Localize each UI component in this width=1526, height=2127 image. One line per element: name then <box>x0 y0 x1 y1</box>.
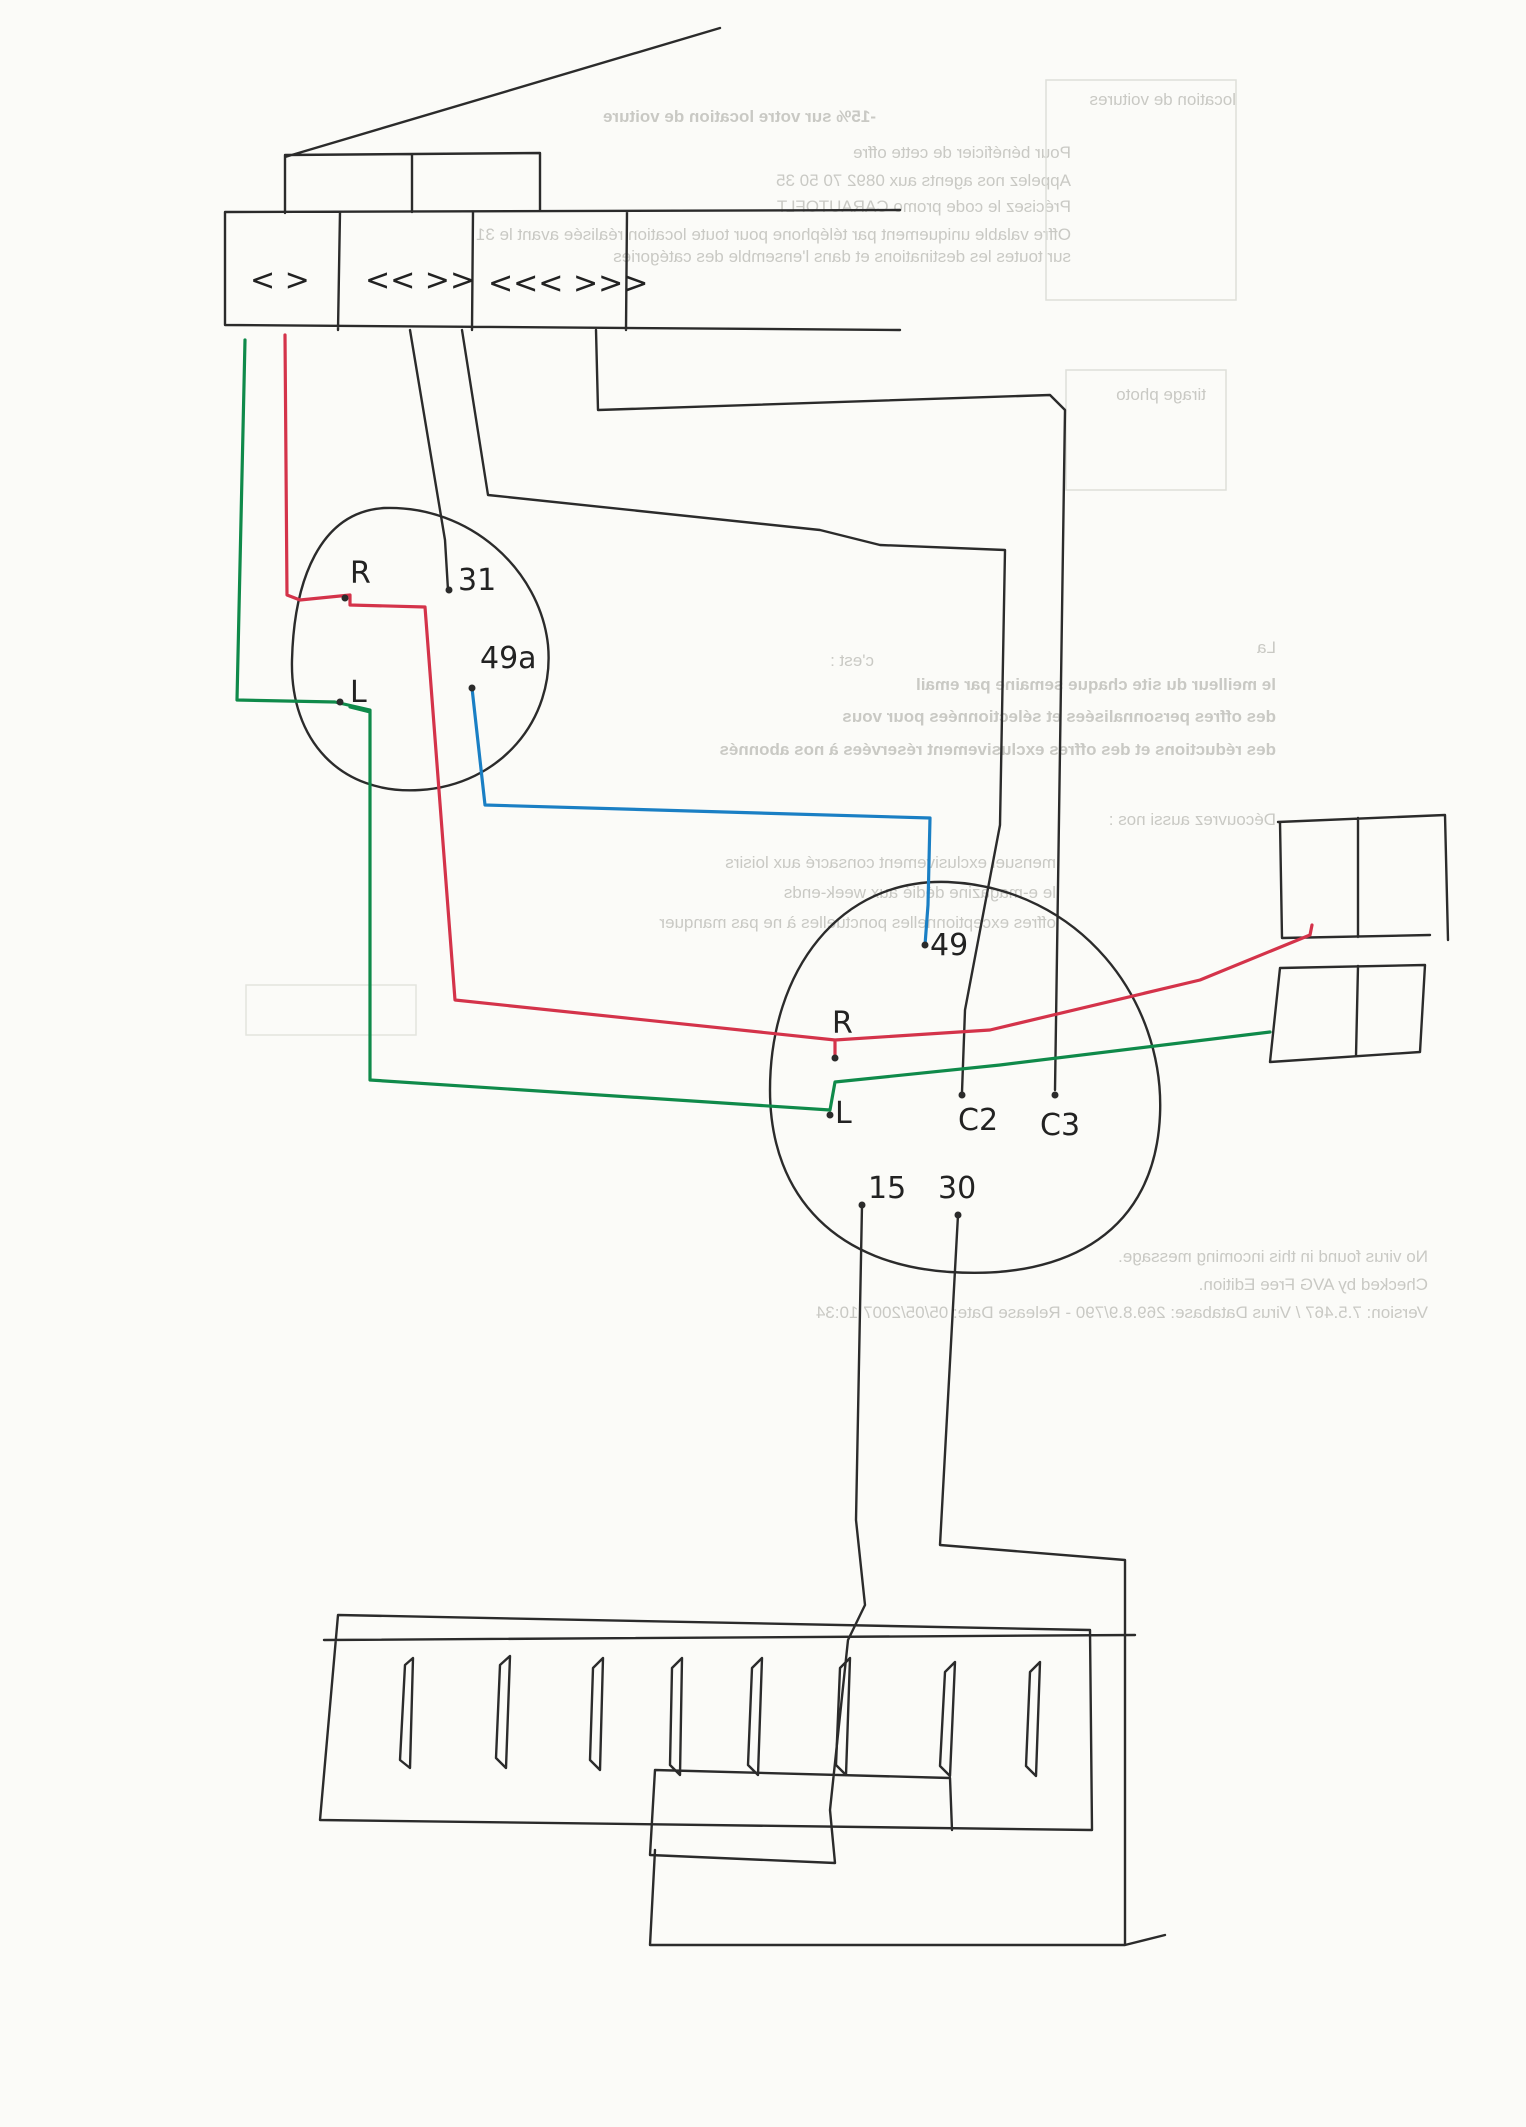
ghost-line-12: des offres personnalisées et sélectionné… <box>842 707 1276 726</box>
switch-block: < > << >> <<< >>> <box>223 26 902 332</box>
wire-black-switch-to-c2 <box>460 328 1007 1094</box>
ghost-line-8: tirage photo <box>1116 385 1206 404</box>
fuse-8-icon <box>1024 1660 1042 1778</box>
relay-top: R 31 49a L <box>290 506 550 792</box>
fuse-box <box>318 1613 1137 1832</box>
relay-bottom-pin-c3: C3 <box>1040 1108 1080 1143</box>
fuse-2-icon <box>494 1654 512 1770</box>
ghost-line-16: le e-magazine dédié aux week-ends <box>784 883 1056 902</box>
ghost-line-2: Pour bénéficier de cette offre <box>853 143 1071 162</box>
ghost-line-17: offres exceptionnelles ponctuelles à ne … <box>659 913 1056 932</box>
ghost-line-7: location de voitures <box>1090 90 1236 109</box>
relay-bottom-pin-c2: C2 <box>958 1103 998 1138</box>
relay-bottom-pin-r: R <box>832 1006 853 1041</box>
wire-black-30-to-fuse <box>648 1213 1167 1947</box>
relay-bottom-circle <box>768 880 1162 1274</box>
ghost-line-14: Découvrez aussi nos : <box>1109 810 1276 829</box>
ghost-line-5: Offre valable uniquement par téléphone p… <box>476 225 1071 244</box>
relay-bottom: 49 R L C2 C3 15 30 <box>768 880 1162 1274</box>
switch-symbol-2: << >> <box>365 263 475 298</box>
fuse-1-icon <box>398 1656 415 1770</box>
ghost-line-3: Appelez nos agents aux 0892 70 50 35 <box>776 171 1071 190</box>
ghost-line-9: La <box>1257 638 1276 657</box>
lamp-upper <box>1276 813 1450 942</box>
ghost-line-4: Précisez le code promo CARAUTOFLT <box>777 197 1071 216</box>
fuse-6-icon <box>834 1656 852 1777</box>
wire-blue <box>470 686 932 947</box>
relay-bottom-pin-l: L <box>835 1096 852 1131</box>
relay-bottom-pin-15: 15 <box>868 1171 906 1206</box>
switch-symbol-1: < > <box>250 263 310 298</box>
fuse-5-icon <box>746 1656 764 1777</box>
fuse-7-icon <box>938 1660 957 1778</box>
relay-top-pin-49a: 49a <box>480 641 537 676</box>
relay-bottom-pin-30: 30 <box>938 1171 976 1206</box>
wire-black-switch-to-31 <box>408 328 450 592</box>
wire-green <box>235 338 1272 1112</box>
ghost-line-10: c'est : <box>830 651 874 670</box>
show-through-text: -15% sur votre location de voiture Pour … <box>245 79 1428 1322</box>
ghost-line-6: sur toutes les destinations et dans l'en… <box>613 247 1071 266</box>
ghost-line-18: No virus found in this incoming message. <box>1118 1247 1428 1266</box>
ghost-line-13: des réductions et des offres exclusiveme… <box>719 740 1276 759</box>
relay-bottom-pin-49: 49 <box>930 928 968 963</box>
lamp-lower <box>1268 963 1427 1064</box>
switch-lid <box>283 26 722 215</box>
lamp-connectors <box>1268 813 1450 1064</box>
relay-top-pin-r: R <box>350 556 371 591</box>
relay-top-pin-l: L <box>350 675 367 710</box>
fuse-3-icon <box>588 1656 605 1772</box>
ghost-line-19: Checked by AVG Free Edition. <box>1199 1275 1428 1294</box>
relay-top-pin-31: 31 <box>458 563 496 598</box>
wire-red <box>283 333 1314 1057</box>
ghost-line-1: -15% sur votre location de voiture <box>603 107 876 126</box>
ghost-line-11: le meilleur du site chaque semaine par e… <box>916 675 1276 694</box>
switch-body <box>223 208 902 332</box>
fuse-box-frame <box>318 1613 1137 1832</box>
ghost-line-20: Version: 7.5.467 / Virus Database: 269.8… <box>816 1303 1428 1322</box>
ghost-line-15: mensuel exclusivement consacré aux loisi… <box>725 853 1056 872</box>
switch-symbol-3: <<< >>> <box>488 266 648 301</box>
fuse-4-icon <box>668 1656 684 1777</box>
wire-black-15-to-fuse <box>648 1203 954 1865</box>
wire-black-switch-to-c3 <box>594 328 1067 1092</box>
terminal-dots <box>336 586 1059 1219</box>
